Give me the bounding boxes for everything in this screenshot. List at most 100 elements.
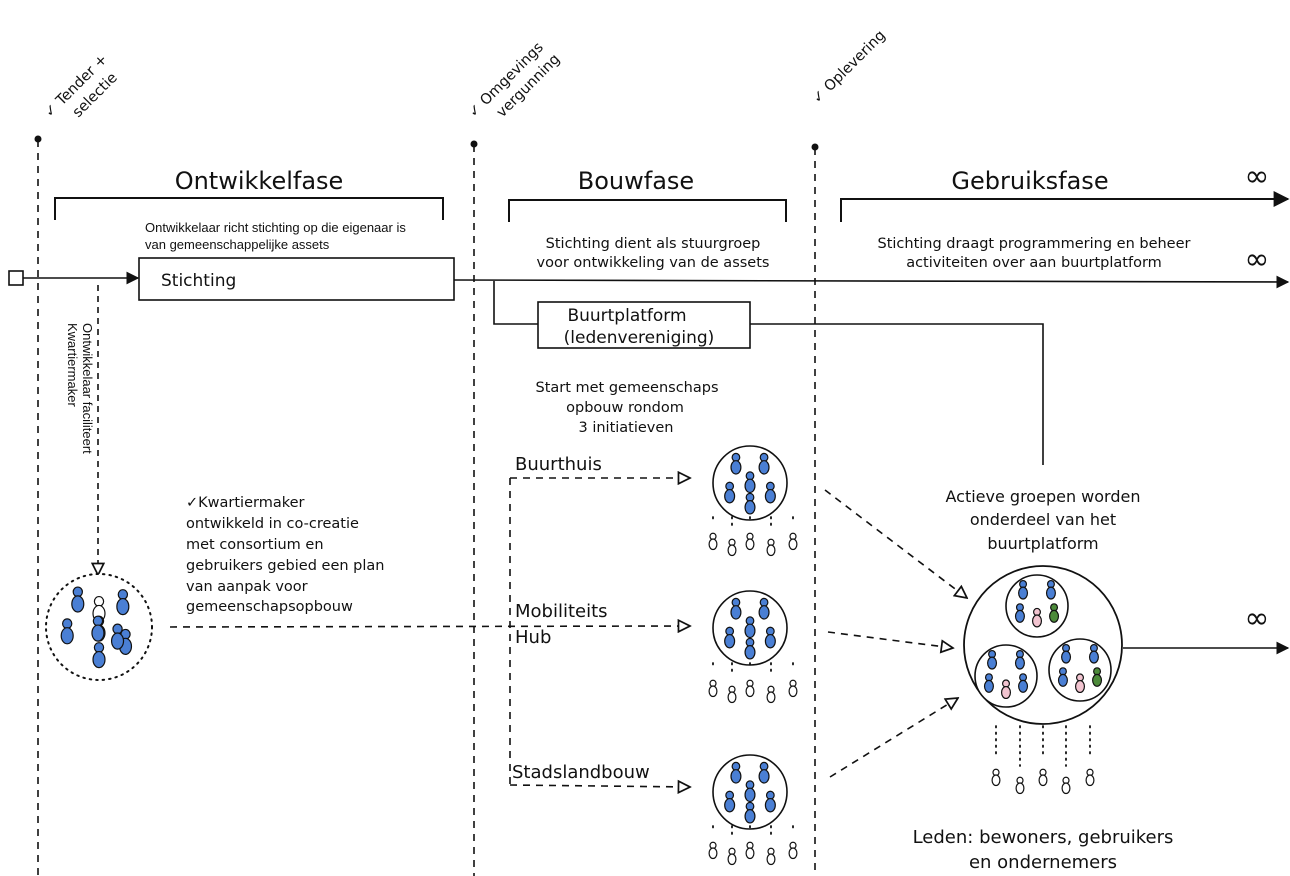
buurthuis-to-platform-arrow: [824, 489, 967, 598]
person-icon: [724, 481, 736, 504]
person-icon: [730, 452, 742, 475]
person-icon: [1014, 649, 1025, 670]
buurtplatform-label-line-2: (ledenvereniging): [564, 328, 715, 348]
infinity-symbol-gebruik: ∞: [1245, 159, 1270, 194]
infinity-symbol-platform: ∞: [1245, 601, 1270, 636]
svg-text:Kwartiermaker: Kwartiermaker: [65, 323, 80, 407]
person-icon: [766, 538, 776, 557]
svg-text:Start met gemeenschaps: Start met gemeenschaps: [535, 380, 718, 396]
person-icon: [744, 492, 756, 515]
stichting-timeline: [453, 275, 1290, 289]
person-icon: [987, 649, 998, 670]
mobiliteit-group-icon: [712, 590, 788, 666]
person-icon: [744, 616, 756, 639]
timeline-start-square: [8, 270, 24, 286]
person-icon: [727, 538, 737, 557]
person-icon: [788, 679, 798, 698]
milestone-tender-label: ✓ Tender + selectie: [42, 51, 121, 120]
person-icon: [1031, 607, 1043, 628]
person-icon: [727, 685, 737, 704]
person-icon: [110, 623, 125, 650]
desc-ontwikkel-line-2: van gemeenschappelijke assets: [145, 237, 330, 252]
person-icon: [744, 801, 756, 824]
milestone-dot-vergunning: [470, 140, 478, 148]
milestone-dot-oplevering: [811, 143, 819, 151]
stichting-label: Stichting: [161, 271, 236, 291]
svg-text:3 initiatieven: 3 initiatieven: [578, 420, 673, 436]
person-icon: [1015, 776, 1025, 795]
person-icon: [744, 471, 756, 494]
mobiliteit-arrow: [169, 626, 690, 627]
person-icon: [724, 626, 736, 649]
person-icon: [730, 761, 742, 784]
member-figures: [708, 516, 1095, 866]
person-icon: [766, 847, 776, 866]
stichting-to-buurtplatform-connector: [493, 281, 538, 325]
desc-gebruik-line-2: activiteiten over aan buurtplatform: [906, 255, 1162, 271]
person-icon: [92, 642, 106, 669]
person-icon: [1038, 768, 1048, 787]
infinity-symbol-stichting: ∞: [1245, 242, 1270, 277]
phase-bracket-bouw: [508, 199, 787, 222]
person-icon: [1000, 679, 1012, 700]
initiative-connectors: [169, 478, 967, 787]
initiative-label-mobiliteit-line-1: Mobiliteits: [515, 601, 608, 622]
phase-bracket-gebruik: [840, 191, 1290, 222]
svg-text:✓Kwartiermaker: ✓Kwartiermaker: [186, 495, 305, 511]
initiative-label-mobiliteit-line-2: Hub: [515, 627, 551, 648]
person-icon: [1045, 579, 1056, 600]
kwartiermaker-group-icon: [45, 573, 153, 681]
person-icon: [1088, 643, 1099, 664]
person-icon: [91, 615, 105, 642]
person-icon: [708, 679, 718, 698]
person-icon: [764, 790, 776, 813]
person-icon: [758, 597, 770, 620]
actieve-groepen-text: Actieve groepen worden onderdeel van het…: [946, 487, 1141, 553]
person-icon: [1085, 768, 1095, 787]
svg-text:van aanpak voor: van aanpak voor: [186, 579, 308, 595]
buurtplatform-group-icon: [963, 565, 1123, 725]
person-icon: [745, 532, 755, 551]
milestone-dot-tender: [34, 135, 42, 143]
person-icon: [983, 673, 994, 693]
buurtplatform-connector-to-groups: [750, 323, 1044, 465]
initiative-label-stadslandbouw: Stadslandbouw: [512, 762, 650, 783]
person-icon: [745, 841, 755, 860]
person-icon: [116, 589, 130, 616]
person-icon: [744, 780, 756, 803]
svg-text:Leden: bewoners, gebruikers: Leden: bewoners, gebruikers: [913, 827, 1174, 848]
person-icon: [730, 597, 742, 620]
leden-text: Leden: bewoners, gebruikers en onderneme…: [913, 827, 1174, 873]
person-icon: [1014, 603, 1025, 623]
person-icon: [71, 586, 85, 613]
person-icon: [1061, 643, 1072, 664]
svg-text:opbouw rondom: opbouw rondom: [566, 400, 684, 416]
person-icon: [758, 761, 770, 784]
person-icon: [1074, 673, 1086, 694]
person-icon: [764, 481, 776, 504]
person-icon: [727, 847, 737, 866]
svg-text:en ondernemers: en ondernemers: [969, 852, 1117, 873]
desc-ontwikkel-line-1: Ontwikkelaar richt stichting op die eige…: [145, 220, 406, 235]
person-icon: [766, 685, 776, 704]
desc-bouw-line-1: Stichting dient als stuurgroep: [546, 236, 761, 252]
person-icon: [708, 841, 718, 860]
phase-title-bouw: Bouwfase: [578, 167, 694, 195]
start-initiatives-text: Start met gemeenschaps opbouw rondom 3 i…: [535, 380, 718, 436]
phase-bracket-ontwikkel: [54, 197, 444, 220]
desc-bouw-line-2: voor ontwikkeling van de assets: [537, 255, 770, 271]
stadslandbouw-arrow: [509, 785, 690, 787]
initiative-label-buurthuis: Buurthuis: [515, 454, 602, 475]
stichting-box: [138, 257, 455, 301]
person-icon: [1061, 776, 1071, 795]
kwartiermaker-text: ✓Kwartiermaker ontwikkeld in co-creatie …: [186, 495, 384, 615]
person-icon: [60, 618, 74, 645]
buurtplatform-box: [537, 301, 751, 349]
svg-text:ontwikkeld in co-creatie: ontwikkeld in co-creatie: [186, 516, 359, 532]
person-icon: [991, 768, 1001, 787]
buurthuis-group-icon: [712, 445, 788, 521]
svg-text:Actieve groepen worden: Actieve groepen worden: [946, 487, 1141, 506]
svg-text:gemeenschapsopbouw: gemeenschapsopbouw: [186, 599, 353, 615]
person-icon: [758, 452, 770, 475]
